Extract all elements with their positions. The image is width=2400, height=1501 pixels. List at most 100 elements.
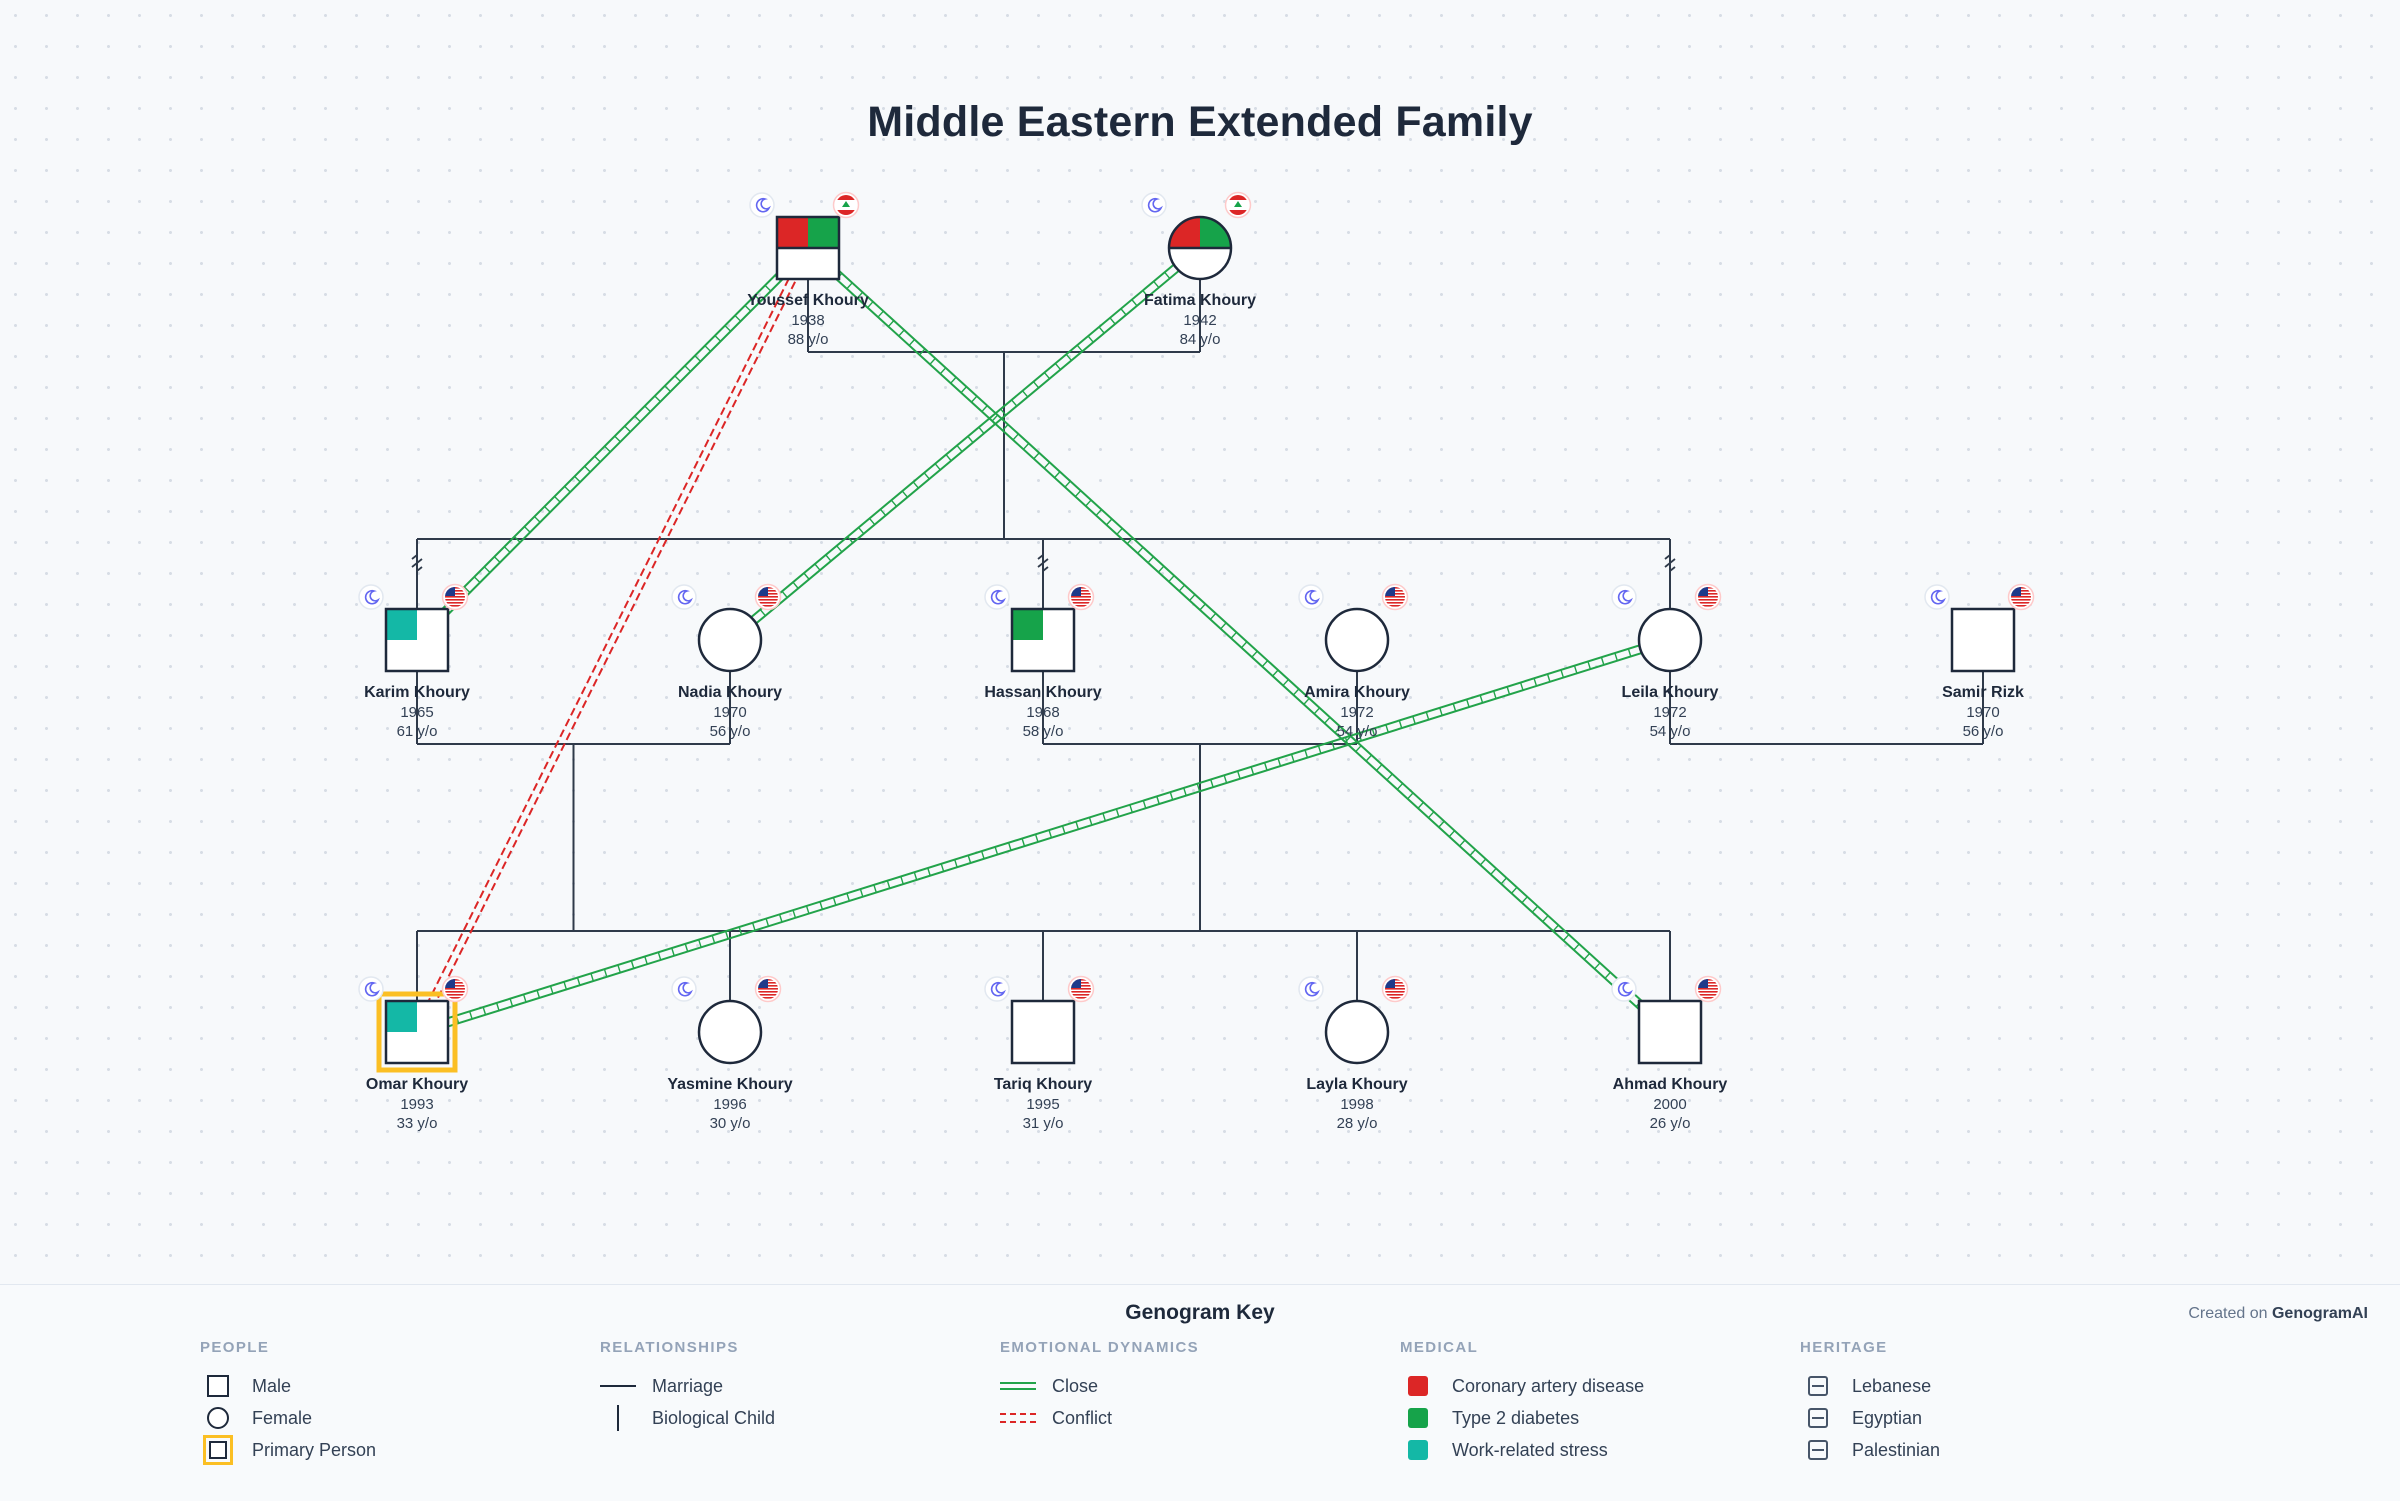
male-symbol: [384, 999, 450, 1065]
moon-icon: [1611, 584, 1637, 610]
person-age: 56 y/o: [710, 723, 751, 740]
close-line: [419, 250, 812, 644]
condition-quadrants: [1012, 609, 1043, 640]
coronary-swatch-icon: [1408, 1376, 1428, 1396]
usa-flag-icon: [2007, 583, 2035, 611]
zigzag-mark: [1664, 553, 1676, 573]
person-name: Fatima Khoury: [1144, 292, 1256, 309]
moon-icon: [1924, 584, 1950, 610]
person-birth-year: 1996: [713, 1096, 746, 1113]
moon-icon: [984, 584, 1010, 610]
key-heritage-head: HERITAGE: [1800, 1339, 1888, 1356]
usa-flag-icon: [754, 583, 782, 611]
conflict-line-icon: [1000, 1413, 1036, 1423]
person-birth-year: 1993: [400, 1096, 433, 1113]
key-conflict-label: Conflict: [1052, 1407, 1113, 1428]
key-emotional-head: EMOTIONAL DYNAMICS: [1000, 1339, 1200, 1356]
diabetes-quadrant: [808, 217, 839, 248]
person-birth-year: 1998: [1340, 1096, 1373, 1113]
key-medical-head: MEDICAL: [1400, 1339, 1479, 1356]
male-symbol: [1010, 607, 1076, 673]
close-line: [731, 250, 1204, 644]
stress-quadrant: [386, 1001, 417, 1032]
palestinian-flag-icon: [1808, 1440, 1828, 1460]
key-egyptian-label: Egyptian: [1852, 1407, 1923, 1428]
conflict-relationship[interactable]: [412, 245, 813, 1035]
close-relationship[interactable]: [804, 244, 1674, 1036]
key-male: Male: [200, 1370, 376, 1402]
zigzag-mark: [411, 553, 423, 573]
person-name: Omar Khoury: [366, 1076, 468, 1093]
male-symbol: [1637, 999, 1703, 1065]
key-coronary: Coronary artery disease: [1400, 1370, 1644, 1402]
key-lebanese: Lebanese: [1800, 1370, 1940, 1402]
person-birth-year: 1972: [1340, 704, 1373, 721]
female-symbol: [697, 999, 763, 1065]
key-stress-label: Work-related stress: [1452, 1439, 1608, 1460]
close-line: [415, 635, 1670, 1030]
key-female: Female: [200, 1402, 376, 1434]
close-line-icon: [1000, 1382, 1036, 1390]
person-fatima[interactable]: Fatima Khoury 1942 84 y/o: [1141, 191, 1256, 349]
person-age: 31 y/o: [1023, 1115, 1064, 1132]
person-birth-year: 1995: [1026, 1096, 1059, 1113]
person-name: Nadia Khoury: [678, 684, 782, 701]
moon-icon: [671, 584, 697, 610]
moon-icon: [671, 976, 697, 1002]
female-symbol: [1324, 999, 1390, 1065]
person-age: 30 y/o: [710, 1115, 751, 1132]
moon-icon: [1611, 976, 1637, 1002]
credit[interactable]: Created on GenogramAI: [2188, 1305, 2368, 1323]
usa-flag-icon: [1694, 975, 1722, 1003]
key-male-label: Male: [252, 1375, 292, 1396]
female-symbol-fill: [699, 1001, 761, 1063]
key-diabetes: Type 2 diabetes: [1400, 1402, 1644, 1434]
close-relationship[interactable]: [415, 635, 1672, 1037]
emotional-lines: [412, 244, 1674, 1037]
lebanon-flag-icon: [832, 191, 860, 219]
person-age: 84 y/o: [1180, 331, 1221, 348]
male-symbol: [1010, 999, 1076, 1065]
person-birth-year: 1942: [1183, 312, 1216, 329]
person-nadia[interactable]: Nadia Khoury 1970 56 y/o: [671, 583, 782, 741]
person-age: 58 y/o: [1023, 723, 1064, 740]
moon-icon: [1298, 976, 1324, 1002]
person-yasmine[interactable]: Yasmine Khoury 1996 30 y/o: [667, 975, 793, 1133]
primary-person-icon: [203, 1435, 233, 1465]
close-line: [804, 250, 1668, 1036]
female-symbol: [1324, 607, 1390, 673]
female-symbol: [697, 607, 763, 673]
person-birth-year: 1972: [1653, 704, 1686, 721]
key-emotional: EMOTIONAL DYNAMICS Close Conflict: [1000, 1339, 1199, 1434]
usa-flag-icon: [1067, 583, 1095, 611]
person-age: 56 y/o: [1963, 723, 2004, 740]
moon-icon: [1141, 192, 1167, 218]
male-symbol-fill: [1639, 1001, 1701, 1063]
male-square-icon: [207, 1375, 229, 1397]
lebanese-flag-icon: [1808, 1376, 1828, 1396]
conflict-line: [412, 245, 806, 1031]
person-name: Youssef Khoury: [747, 292, 869, 309]
key-palestinian-label: Palestinian: [1852, 1439, 1941, 1460]
key-close-label: Close: [1052, 1375, 1099, 1396]
person-age: 28 y/o: [1337, 1115, 1378, 1132]
person-name: Yasmine Khoury: [667, 1076, 792, 1093]
zigzag-mark: [1037, 553, 1049, 573]
key-close: Close: [1000, 1370, 1199, 1402]
coronary-quadrant: [777, 217, 808, 248]
person-birth-year: 1968: [1026, 704, 1059, 721]
conflict-line: [419, 249, 813, 1035]
page-title: Middle Eastern Extended Family: [867, 98, 1533, 146]
person-birth-year: 1970: [713, 704, 746, 721]
